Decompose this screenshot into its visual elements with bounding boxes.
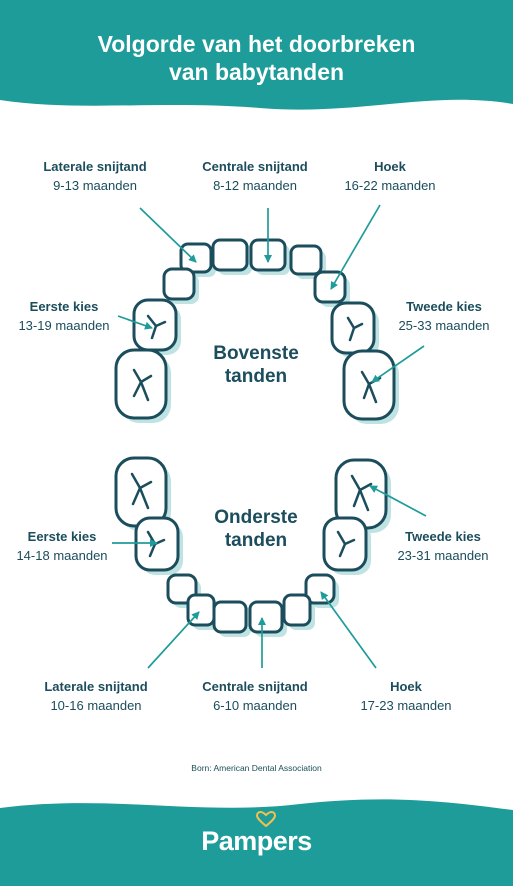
lower-tooth-grooves (130, 472, 373, 558)
page-title: Volgorde van het doorbreken van babytand… (0, 30, 513, 86)
upper-left-central-incisor (211, 238, 249, 272)
heart-icon (256, 811, 276, 827)
upper-jaw-title: Bovenste tanden (196, 342, 316, 388)
tooth-name: Laterale snijtand (44, 679, 148, 694)
label-lower-canine: Hoek 17-23 maanden (356, 677, 456, 715)
arrow-upper-canine (330, 204, 381, 290)
tooth-name: Laterale snijtand (43, 159, 147, 174)
arrow-lower-lateral-incisor (147, 611, 200, 669)
upper-right-lateral-incisor (289, 244, 323, 276)
label-upper-second-molar: Tweede kies 25-33 maanden (384, 297, 504, 335)
lower-jaw-title: Onderste tanden (196, 506, 316, 552)
title-line-1: Volgorde van het doorbreken (97, 31, 416, 57)
label-upper-canine: Hoek 16-22 maanden (340, 157, 440, 195)
tooth-age: 10-16 maanden (50, 698, 142, 713)
tooth-name: Hoek (374, 159, 406, 174)
tooth-age: 6-10 maanden (213, 698, 297, 713)
label-lower-lateral-incisor: Laterale snijtand 10-16 maanden (35, 677, 157, 715)
footer-background (0, 799, 513, 886)
tooth-age: 14-18 maanden (16, 548, 108, 563)
tooth-age: 16-22 maanden (344, 178, 436, 193)
lower-left-central-incisor (212, 600, 248, 634)
title-line-2: van babytanden (168, 59, 345, 85)
tooth-age: 9-13 maanden (53, 178, 137, 193)
label-lower-second-molar: Tweede kies 23-31 maanden (383, 527, 503, 565)
tooth-age: 13-19 maanden (18, 318, 110, 333)
lower-jaw (114, 456, 391, 637)
upper-tooth-grooves (132, 314, 382, 404)
label-lower-central-incisor: Centrale snijtand 6-10 maanden (190, 677, 320, 715)
upper-right-canine (313, 270, 347, 304)
upper-jaw-title-line-2: tanden (224, 366, 288, 387)
label-upper-lateral-incisor: Laterale snijtand 9-13 maanden (35, 157, 155, 195)
tooth-age: 25-33 maanden (398, 318, 490, 333)
tooth-age: 17-23 maanden (360, 698, 452, 713)
upper-jaw-title-line-1: Bovenste (213, 343, 299, 364)
tooth-name: Tweede kies (406, 299, 482, 314)
label-upper-central-incisor: Centrale snijtand 8-12 maanden (190, 157, 320, 195)
arrow-lower-canine (320, 591, 377, 669)
lower-right-central-incisor (248, 600, 284, 634)
tooth-name: Tweede kies (405, 529, 481, 544)
label-upper-first-molar: Eerste kies 13-19 maanden (4, 297, 124, 335)
source-note: Born: American Dental Association (191, 763, 322, 773)
header-background (0, 0, 513, 110)
tooth-name: Eerste kies (27, 529, 97, 544)
tooth-name: Centrale snijtand (202, 159, 308, 174)
pampers-logo: Pampers (201, 826, 312, 856)
tooth-name: Hoek (390, 679, 422, 694)
lower-jaw-title-line-1: Onderste (214, 507, 298, 528)
arrow-upper-second-molar (371, 345, 425, 383)
arrow-upper-first-molar (117, 315, 153, 330)
tooth-name: Eerste kies (29, 299, 99, 314)
upper-left-canine (162, 267, 196, 301)
tooth-name: Centrale snijtand (202, 679, 308, 694)
lower-right-lateral-incisor (282, 593, 312, 627)
pointer-arrows (112, 204, 427, 669)
label-lower-first-molar: Eerste kies 14-18 maanden (2, 527, 122, 565)
lower-jaw-title-line-2: tanden (224, 530, 288, 551)
arrow-upper-lateral-incisor (139, 207, 197, 263)
upper-jaw (114, 238, 399, 424)
tooth-age: 8-12 maanden (213, 178, 297, 193)
tooth-age: 23-31 maanden (397, 548, 489, 563)
arrow-lower-second-molar (369, 485, 427, 517)
